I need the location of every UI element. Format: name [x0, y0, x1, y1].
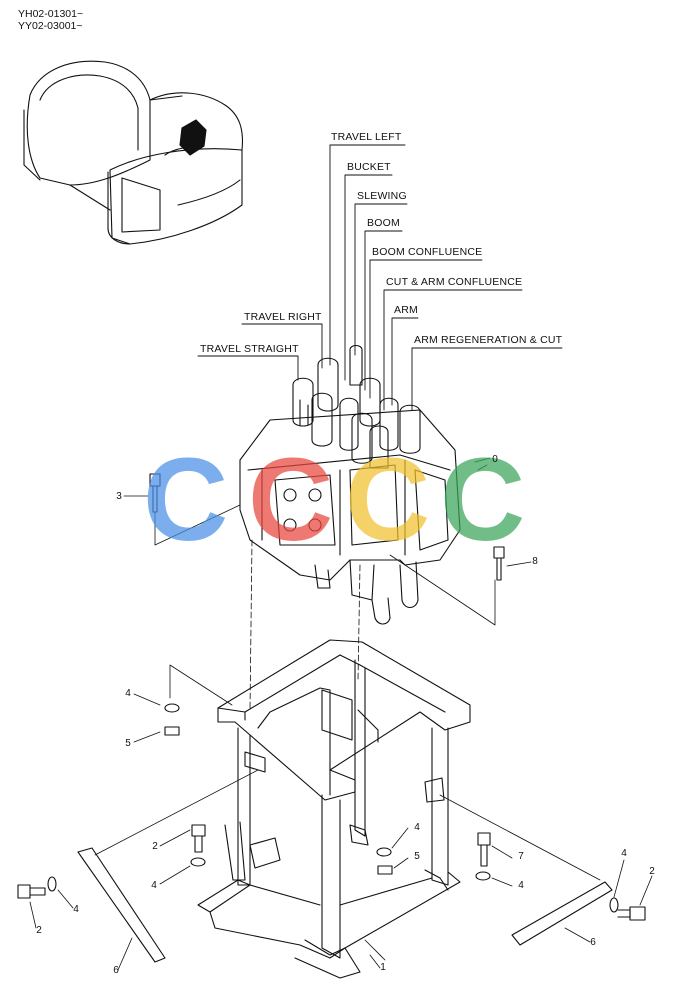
part-number-8: 8 [532, 556, 538, 567]
label-bucket: BUCKET [347, 161, 391, 173]
part-number-4: 4 [73, 904, 79, 915]
frame-leader-lines [94, 664, 601, 961]
serial-range-1: YH02-01301~ [18, 8, 84, 20]
part-number-2: 2 [152, 841, 158, 852]
watermark: C C C C [143, 434, 525, 566]
machine-overview-sketch [23, 60, 244, 245]
control-valve-assembly [149, 344, 505, 625]
part-number-6: 6 [113, 965, 119, 976]
support-frame [197, 639, 471, 979]
part-number-5: 5 [414, 851, 420, 862]
label-slewing: SLEWING [357, 190, 407, 202]
part-number-3: 3 [116, 491, 122, 502]
part-number-4: 4 [621, 848, 627, 859]
watermark-letter-yellow: C [345, 434, 430, 566]
part-number-leaders [29, 464, 653, 971]
loose-hardware [17, 703, 646, 963]
part-number-4: 4 [518, 880, 524, 891]
label-cut-arm-confluence: CUT & ARM CONFLUENCE [386, 276, 523, 288]
part-number-5: 5 [125, 738, 131, 749]
label-travel-right: TRAVEL RIGHT [244, 311, 322, 323]
part-number-7: 7 [518, 851, 524, 862]
assembly-leader-lines [154, 457, 496, 711]
watermark-letter-red: C [248, 434, 333, 566]
label-arm: ARM [394, 304, 418, 316]
watermark-letter-blue: C [143, 434, 228, 566]
watermark-letter-green: C [440, 434, 525, 566]
part-number-2: 2 [36, 925, 42, 936]
label-boom-confluence: BOOM CONFLUENCE [372, 246, 483, 258]
part-number-1: 1 [380, 962, 386, 973]
label-boom: BOOM [367, 217, 400, 229]
label-travel-straight: TRAVEL STRAIGHT [200, 343, 299, 355]
part-number-2: 2 [649, 866, 655, 877]
control-valve-location-mark [179, 119, 207, 156]
part-number-0: 0 [492, 454, 498, 465]
part-number-4: 4 [125, 688, 131, 699]
serial-range-2: YY02-03001~ [18, 20, 83, 32]
label-leader-lines [197, 144, 563, 411]
part-number-6: 6 [590, 937, 596, 948]
part-number-4: 4 [151, 880, 157, 891]
label-travel-left: TRAVEL LEFT [331, 131, 402, 143]
part-number-4: 4 [414, 822, 420, 833]
label-arm-regeneration-cut: ARM REGENERATION & CUT [414, 334, 563, 346]
